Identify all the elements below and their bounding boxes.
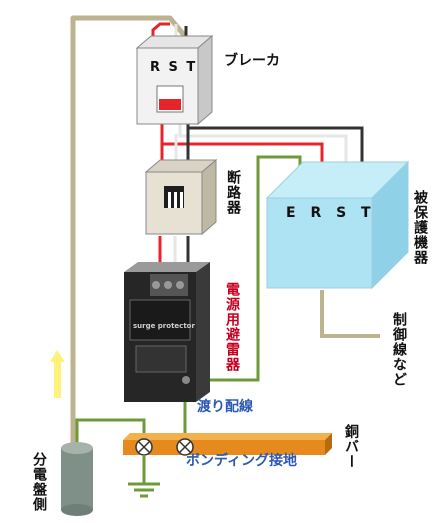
breaker-box (135, 34, 214, 126)
disconnector-box (144, 158, 218, 236)
surge-panel-text: surge protector (133, 322, 195, 330)
transition-wiring-label: 渡り配線 (197, 399, 253, 415)
earth-ground-icon (128, 455, 160, 498)
bonding-label: ボンディング接地 (186, 453, 298, 469)
white-wire-to-device (178, 122, 348, 180)
disconnector-label: 断路器 (225, 170, 241, 215)
distribution-panel-cylinder (61, 442, 93, 516)
feed-cable (70, 15, 190, 450)
bonding-point-right (176, 438, 194, 456)
up-arrow-icon (50, 350, 65, 398)
control-lines-label: 制御線など (391, 312, 407, 387)
device-terminal-labels: E R S T (286, 205, 376, 221)
breaker-terminal-labels: R S T (150, 60, 198, 75)
protected-device-label: 被保護機器 (412, 190, 428, 265)
surge-protector-unit (124, 262, 210, 402)
distribution-panel-label: 分電盤側 (31, 452, 47, 512)
control-line (320, 290, 380, 338)
copper-bar-label: 銅バー (343, 424, 359, 469)
breaker-label: ブレーカ (224, 53, 280, 69)
protected-device-box (265, 160, 410, 290)
surge-protector-label: 電源用避雷器 (224, 282, 240, 372)
bonding-point-left (135, 438, 153, 456)
copper-bar (123, 433, 332, 455)
black-wire-to-device (186, 122, 364, 180)
bonding-wire-panel (75, 418, 146, 442)
